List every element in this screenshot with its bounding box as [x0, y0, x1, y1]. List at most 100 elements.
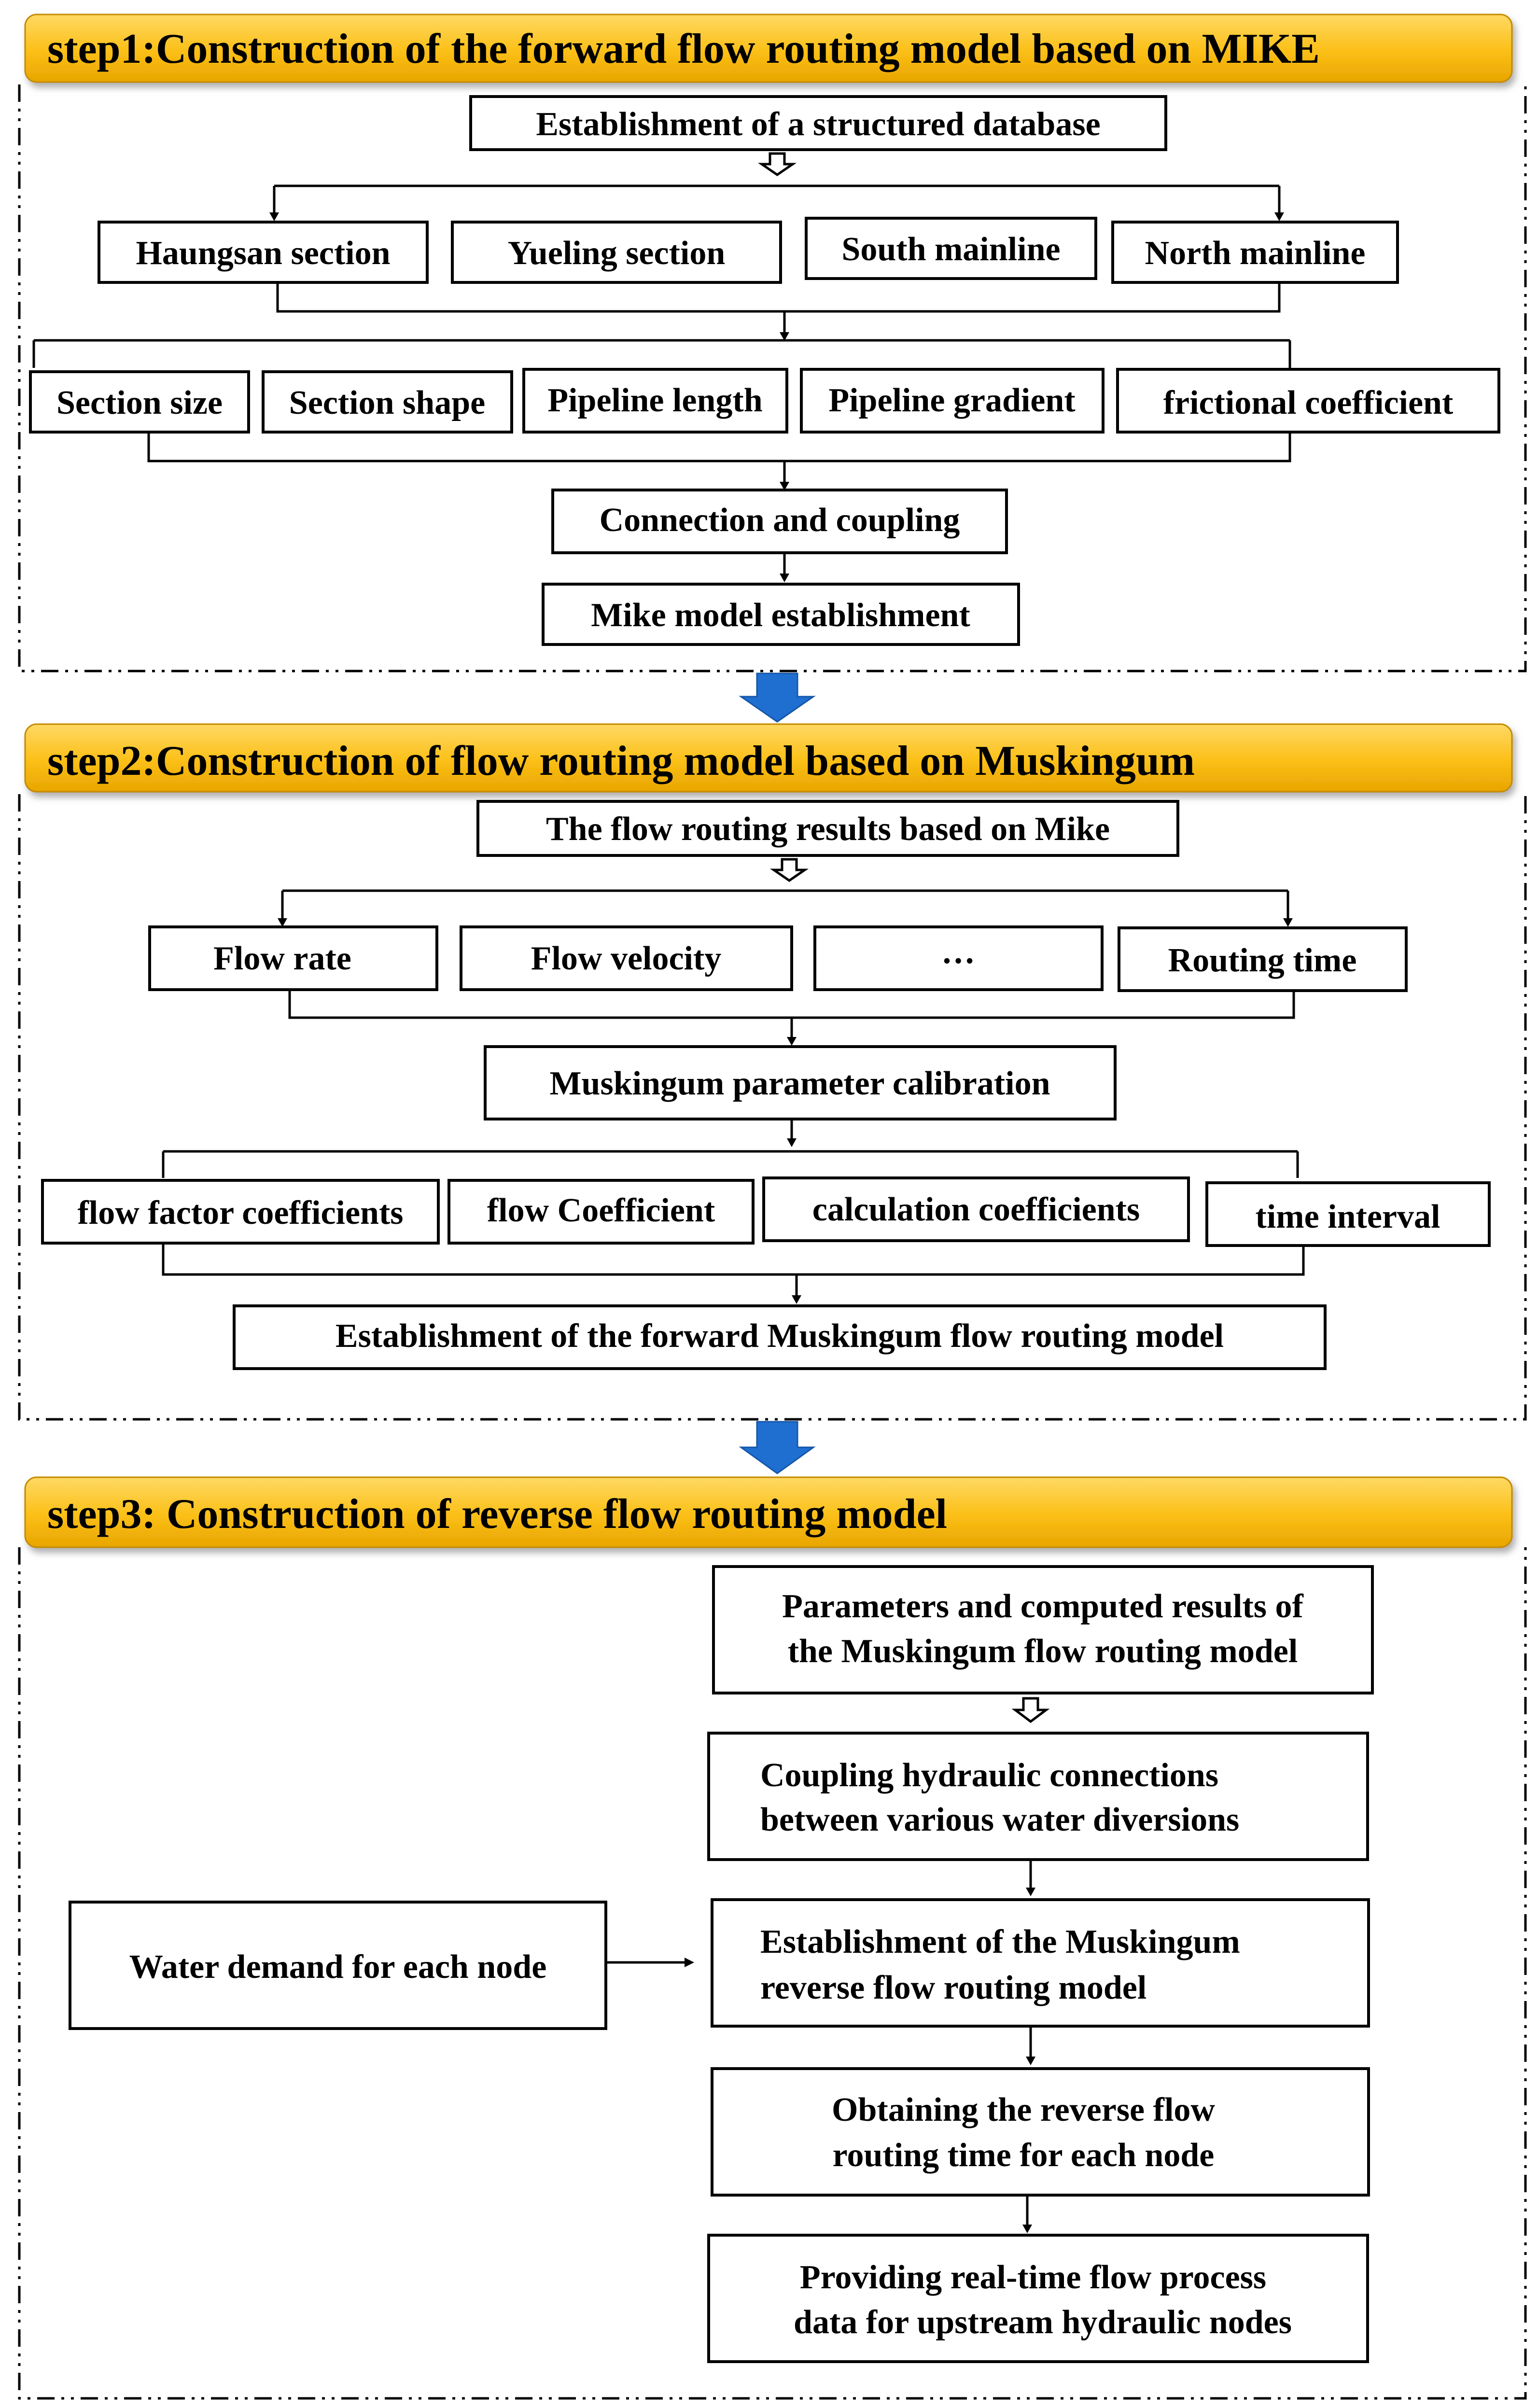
pipeline-length-box [522, 368, 788, 434]
flow-coefficient-box [447, 1179, 755, 1245]
providing-data-label-line2: data for upstream hydraulic nodes [794, 2304, 1292, 2341]
flow-coefficient-label: flow Coefficient [487, 1192, 715, 1229]
arrowhead-icon [685, 1958, 694, 1967]
step2-merge-connector [288, 990, 1295, 1037]
arrowhead-icon [787, 1138, 797, 1147]
calibration-label: Muskingum parameter calibration [549, 1065, 1050, 1102]
down-arrow-icon [769, 858, 809, 882]
obtaining-time-box [711, 2067, 1370, 2197]
calculation-coefficients-label: calculation coefficients [812, 1191, 1140, 1228]
flow-factor-box [41, 1179, 440, 1245]
frictional-coefficient-label: frictional coefficient [1163, 384, 1454, 421]
arrowhead-icon [278, 918, 287, 927]
parameters-results-label-line1: Parameters and computed results of [782, 1588, 1303, 1625]
step3-frame [18, 1547, 1527, 2400]
step1-split-connector-2 [32, 339, 1291, 368]
step1-header-bar [24, 14, 1513, 83]
coupling-connections-label-line2: between various water diversions [760, 1801, 1239, 1838]
arrowhead-icon [269, 212, 279, 221]
forward-muskingum-label: Establishment of the forward Muskingum f… [336, 1317, 1224, 1355]
connection-coupling-label: Connection and coupling [600, 502, 960, 539]
step-transition-arrow-icon [739, 1421, 816, 1474]
arrowhead-icon [780, 482, 789, 490]
time-interval-box [1205, 1181, 1491, 1247]
arrowhead-icon [792, 1295, 801, 1304]
arrowhead-icon [1026, 1888, 1035, 1896]
water-demand-label: Water demand for each node [129, 1948, 547, 1986]
step2-header-title: step2:Construction of flow routing model… [47, 738, 1195, 784]
pipeline-gradient-label: Pipeline gradient [828, 382, 1075, 419]
south-mainline-box [805, 217, 1097, 280]
step3-group: step3: Construction of reverse flow rout… [18, 1476, 1527, 2400]
step1-merge-connector-2 [147, 432, 1291, 483]
calibration-box [484, 1045, 1117, 1120]
section-size-box [29, 370, 250, 434]
mike-results-box [476, 800, 1179, 857]
reverse-model-label-line2: reverse flow routing model [760, 1969, 1147, 2006]
step1-header-title: step1:Construction of the forward flow r… [47, 26, 1320, 72]
down-arrow-icon [1011, 1697, 1050, 1723]
obtaining-time-label-line1: Obtaining the reverse flow [832, 2091, 1215, 2128]
yueling-section-label: Yueling section [508, 235, 726, 272]
step3-header-bar [24, 1476, 1513, 1548]
pipeline-length-label: Pipeline length [547, 382, 762, 419]
providing-data-box [707, 2234, 1369, 2363]
step2-header-bar [24, 723, 1513, 793]
north-mainline-label: North mainline [1145, 235, 1366, 272]
step1-merge-connector [276, 282, 1281, 333]
coupling-connections-box [707, 1732, 1369, 1861]
ellipsis-box [813, 925, 1104, 991]
step2-frame [18, 794, 1527, 1421]
providing-data-label-line1: Providing real-time flow process [800, 2259, 1266, 2296]
mike-establishment-label: Mike model establishment [591, 597, 970, 634]
ellipsis-label: … [941, 934, 975, 971]
step3-header-title: step3: Construction of reverse flow rout… [47, 1491, 947, 1538]
parameters-results-label-line2: the Muskingum flow routing model [788, 1633, 1298, 1670]
mike-establishment-box [542, 583, 1020, 646]
flow-rate-label: Flow rate [213, 940, 351, 977]
arrowhead-icon [780, 574, 789, 582]
arrowhead-icon [780, 332, 789, 341]
haungsan-section-box [98, 221, 429, 284]
flow-factor-label: flow factor coefficients [77, 1194, 403, 1232]
arrowhead-icon [1283, 918, 1293, 927]
water-demand-box [69, 1901, 607, 2030]
step2-merge-connector-2 [162, 1243, 1305, 1296]
flow-velocity-label: Flow velocity [531, 940, 722, 977]
step2-group: step2:Construction of flow routing model… [18, 723, 1527, 1421]
mike-results-label: The flow routing results based on Mike [546, 811, 1110, 848]
arrowhead-icon [1026, 2057, 1035, 2065]
south-mainline-label: South mainline [841, 231, 1060, 268]
calculation-coefficients-box [762, 1176, 1190, 1242]
step-transition-arrow-icon [739, 672, 816, 723]
arrowhead-icon [1022, 2225, 1032, 2233]
step1-database-box [469, 95, 1167, 151]
frictional-coefficient-box [1116, 368, 1500, 434]
routing-time-label: Routing time [1168, 942, 1357, 979]
haungsan-section-label: Haungsan section [136, 235, 390, 272]
section-shape-label: Section shape [289, 384, 485, 421]
step1-split-connector [273, 184, 1281, 212]
time-interval-label: time interval [1256, 1198, 1440, 1235]
routing-time-box [1118, 926, 1408, 992]
arrowhead-icon [1274, 212, 1284, 221]
section-shape-box [262, 370, 513, 434]
flow-rate-box [148, 925, 438, 991]
step1-database-label: Establishment of a structured database [536, 106, 1100, 143]
section-size-label: Section size [56, 384, 223, 421]
pipeline-gradient-box [800, 368, 1105, 434]
parameters-results-box [712, 1565, 1374, 1694]
obtaining-time-label-line2: routing time for each node [833, 2137, 1215, 2174]
step1-frame [18, 84, 1527, 672]
step2-split-connector [281, 889, 1289, 918]
step2-split-connector-2 [162, 1150, 1299, 1178]
flow-velocity-box [460, 925, 793, 991]
arrowhead-icon [787, 1037, 797, 1046]
reverse-model-label-line1: Establishment of the Muskingum [760, 1923, 1240, 1960]
north-mainline-box [1111, 221, 1399, 284]
step1-group: step1:Construction of the forward flow r… [18, 14, 1527, 672]
coupling-connections-label-line1: Coupling hydraulic connections [760, 1757, 1218, 1794]
down-arrow-icon [757, 152, 797, 177]
reverse-model-box [711, 1898, 1370, 2028]
yueling-section-box [451, 221, 782, 284]
